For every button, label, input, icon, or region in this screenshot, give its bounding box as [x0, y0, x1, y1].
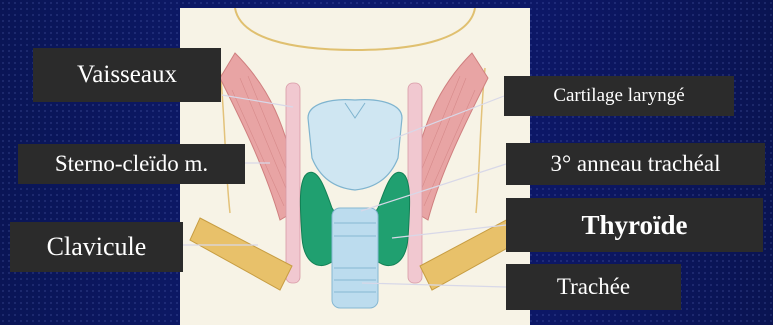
label-sterno-cleido: Sterno-cleïdo m. [18, 144, 245, 184]
trachea [332, 208, 378, 308]
label-vaisseaux: Vaisseaux [33, 48, 221, 102]
vessel-left [286, 83, 300, 283]
clavicle-left [190, 218, 292, 290]
label-thyroide: Thyroïde [506, 198, 763, 252]
label-anneau-tracheal: 3° anneau trachéal [506, 143, 765, 185]
label-clavicule: Clavicule [10, 222, 183, 272]
vessel-right [408, 83, 422, 283]
label-cartilage-larynge: Cartilage laryngé [504, 76, 734, 116]
label-trachee: Trachée [506, 264, 681, 310]
laryngeal-cartilage [308, 100, 402, 190]
neck-outline [235, 8, 475, 50]
